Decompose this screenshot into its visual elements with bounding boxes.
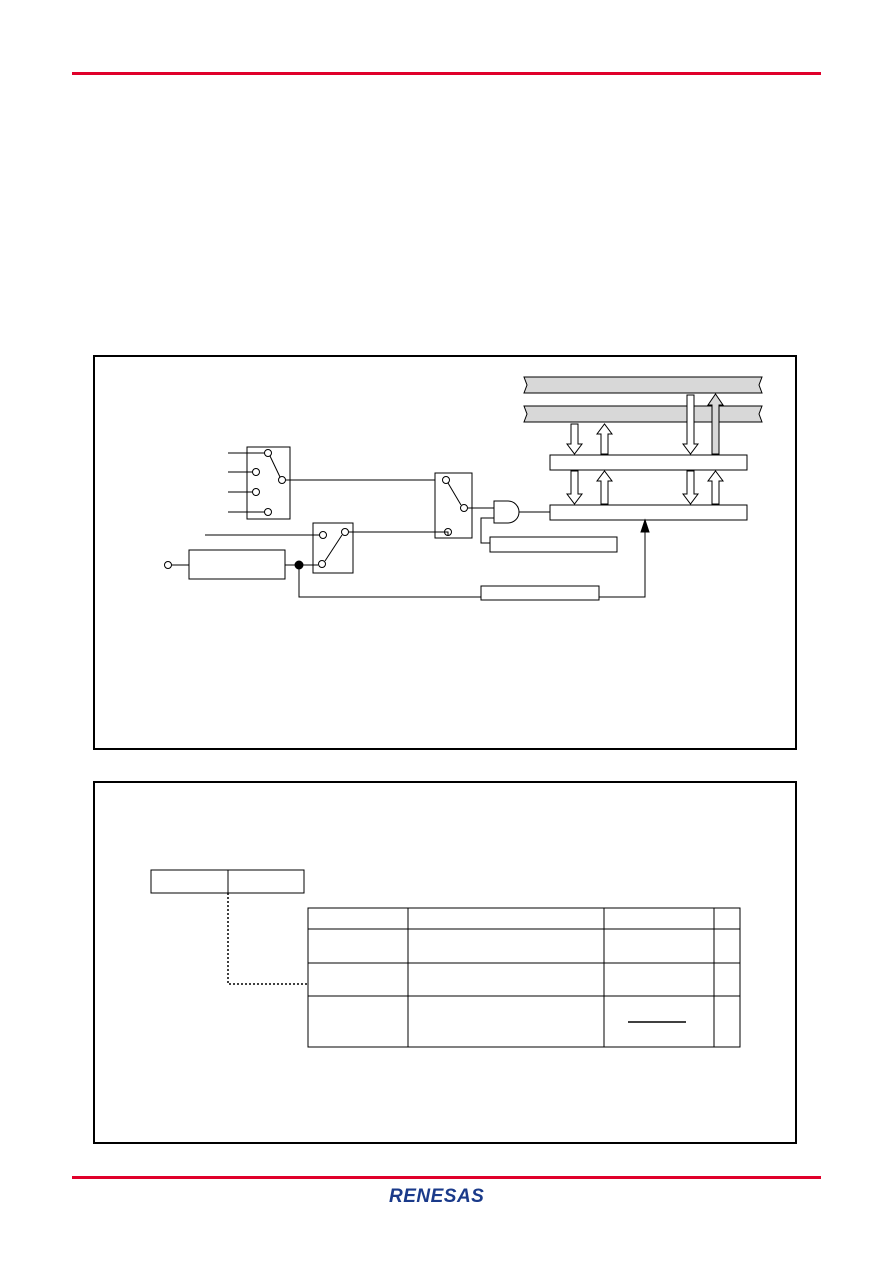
register-panel — [93, 781, 797, 1144]
and-gate — [493, 500, 520, 524]
reload-control-block — [480, 585, 600, 601]
renesas-logo: RENESAS — [389, 1186, 485, 1207]
clock-select-switch — [246, 446, 291, 520]
block-diagram-panel — [93, 355, 797, 750]
bus-arrows-upper — [566, 393, 724, 455]
header-rule — [72, 72, 821, 75]
count-enable-register — [489, 536, 618, 553]
buffer-register — [549, 454, 748, 471]
data-bus-lower — [523, 405, 763, 423]
footer-rule — [72, 1176, 821, 1179]
bit-pointer-line — [227, 893, 308, 985]
oscillator-select-switch — [312, 522, 354, 574]
data-bus-upper — [523, 376, 763, 394]
count-source-switch — [434, 472, 473, 539]
bit-function-table — [307, 907, 741, 1048]
bus-arrows-lower — [566, 470, 724, 505]
